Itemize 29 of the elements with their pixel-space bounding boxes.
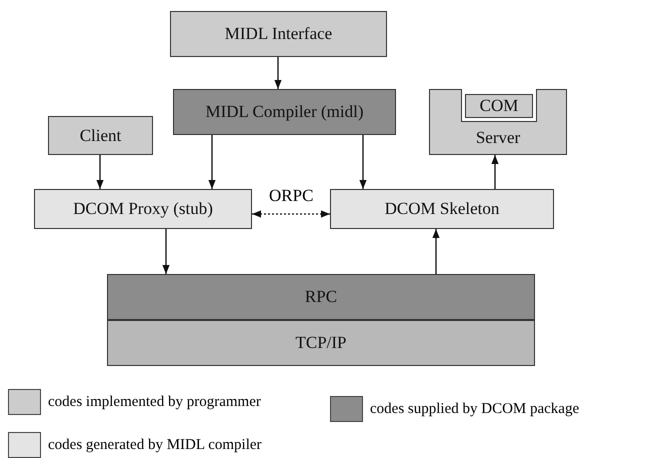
arrow [491, 155, 499, 189]
node-label: MIDL Interface [224, 24, 332, 44]
node-label: DCOM Proxy (stub) [73, 199, 213, 219]
process-box [34, 189, 252, 229]
node-label: TCP/IP [295, 333, 347, 353]
node-label: COM [480, 96, 518, 116]
process-box [170, 11, 387, 57]
component-box [465, 94, 533, 118]
node-label: DCOM Skeleton [384, 199, 500, 219]
server-box [429, 89, 567, 155]
arrow [96, 155, 104, 189]
legend-label: codes supplied by DCOM package [370, 400, 580, 418]
legend-label: codes implemented by programmer [48, 394, 261, 410]
arrow [208, 135, 216, 189]
process-box [48, 116, 153, 155]
arrow [432, 229, 440, 274]
layer-bar [107, 320, 535, 366]
node-label: RPC [304, 287, 338, 307]
node-label: MIDL Compiler (midl) [205, 102, 364, 122]
arrow [274, 57, 282, 89]
process-box [173, 89, 396, 135]
arrow [359, 135, 367, 189]
legend-label: codes generated by MIDL compiler [48, 436, 262, 454]
arrow [162, 229, 170, 274]
node-label: Server [476, 128, 520, 148]
arrow [252, 210, 330, 218]
process-box [330, 189, 554, 229]
layer-bar [107, 274, 535, 320]
node-label: Client [80, 126, 122, 146]
